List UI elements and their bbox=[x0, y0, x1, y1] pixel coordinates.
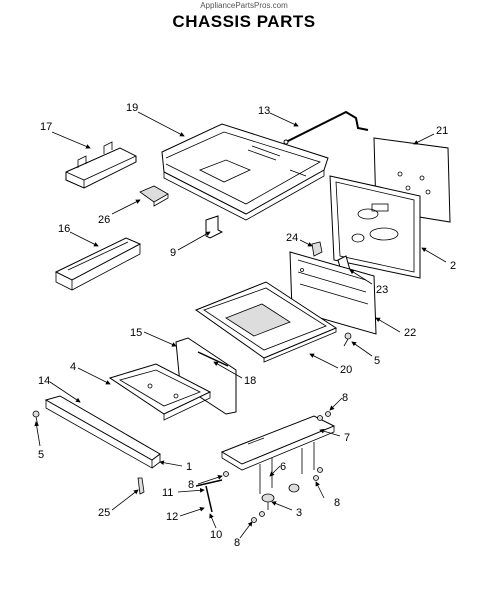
callout-8a: 8 bbox=[342, 392, 348, 404]
callout-4: 4 bbox=[70, 361, 76, 373]
watermark: AppliancePartsPros.com bbox=[200, 1, 288, 10]
callout-13: 13 bbox=[258, 105, 270, 117]
callout-3: 3 bbox=[296, 507, 302, 519]
part-8-screws bbox=[223, 411, 331, 523]
callout-2: 2 bbox=[450, 260, 456, 272]
callout-12: 12 bbox=[166, 511, 178, 523]
part-20-frame bbox=[194, 281, 338, 363]
callout-23: 23 bbox=[376, 284, 388, 296]
part-24-clip bbox=[311, 241, 323, 257]
part-19-chassis-top bbox=[161, 123, 329, 221]
part-4-plate bbox=[108, 363, 212, 421]
part-9-clip bbox=[205, 215, 224, 239]
callout-17: 17 bbox=[40, 121, 52, 133]
page-title: CHASSIS PARTS bbox=[172, 12, 316, 31]
callout-22: 22 bbox=[404, 327, 416, 339]
callout-19: 19 bbox=[126, 102, 138, 114]
callout-24: 24 bbox=[286, 232, 298, 244]
callout-5a: 5 bbox=[374, 355, 380, 367]
callout-15: 15 bbox=[130, 327, 142, 339]
callout-18: 18 bbox=[244, 375, 256, 387]
part-17-bracket bbox=[65, 141, 137, 189]
callout-25: 25 bbox=[98, 507, 110, 519]
callout-14: 14 bbox=[38, 375, 50, 387]
part-7-frame-rail bbox=[220, 415, 336, 471]
part-26-bracket bbox=[139, 185, 169, 207]
part-18-strip bbox=[197, 351, 229, 367]
callout-26: 26 bbox=[98, 214, 110, 226]
callout-11: 11 bbox=[162, 487, 173, 499]
callout-16: 16 bbox=[58, 223, 70, 235]
callout-20: 20 bbox=[340, 364, 352, 376]
callout-10: 10 bbox=[210, 529, 222, 541]
part-10-rod bbox=[195, 479, 223, 513]
callout-8c: 8 bbox=[334, 497, 340, 509]
callout-9: 9 bbox=[170, 247, 176, 259]
callout-1: 1 bbox=[186, 461, 192, 473]
part-14-kick-panel bbox=[44, 395, 161, 469]
part-3-leveler bbox=[261, 483, 300, 510]
callout-7: 7 bbox=[344, 432, 350, 444]
callout-8b: 8 bbox=[188, 479, 194, 491]
part-2-rear-panel bbox=[329, 175, 421, 279]
callout-5b: 5 bbox=[38, 449, 44, 461]
leader-lines bbox=[34, 111, 447, 539]
part-5-screw-a bbox=[343, 332, 352, 347]
part-25-hook bbox=[137, 477, 145, 495]
part-16-rail bbox=[54, 237, 142, 291]
callout-21: 21 bbox=[436, 125, 448, 137]
callout-6: 6 bbox=[280, 461, 286, 473]
callout-8d: 8 bbox=[234, 537, 240, 549]
part-13-tube bbox=[283, 110, 369, 145]
